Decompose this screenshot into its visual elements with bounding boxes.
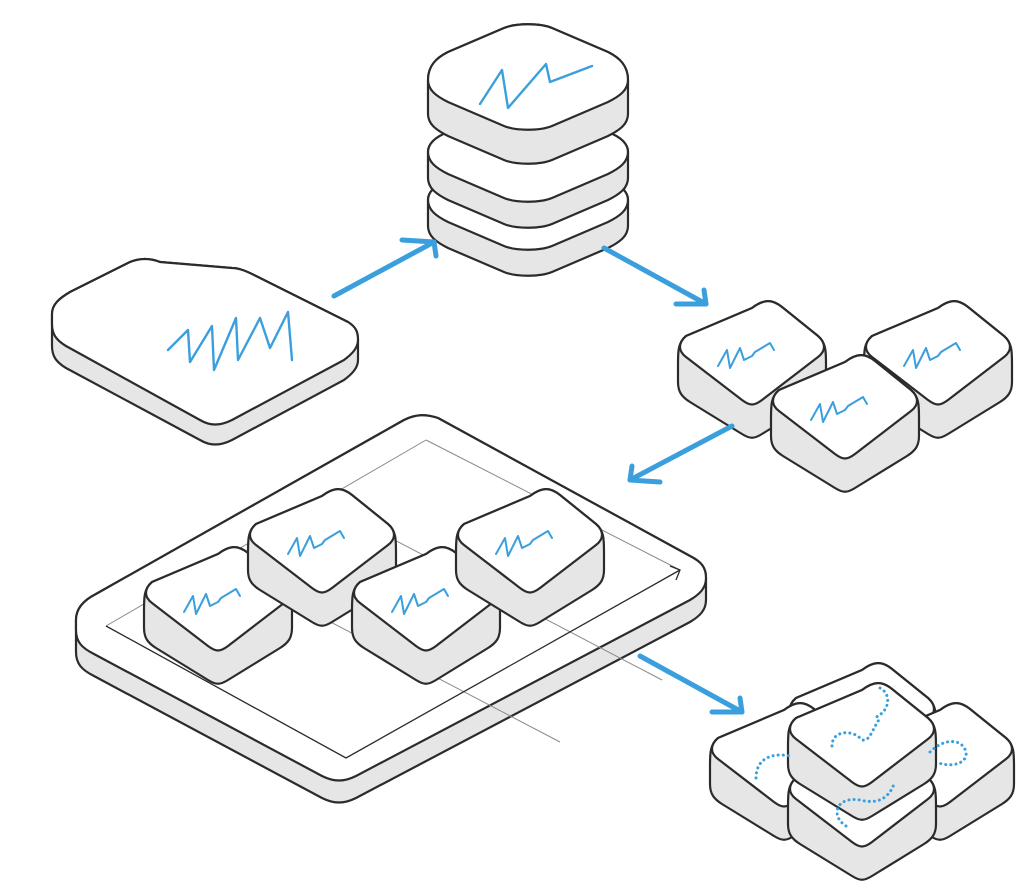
dotted-wave-icon [872,686,890,720]
axis-arrowhead [669,565,681,581]
dotted-wave-icon [830,716,882,748]
data-store-stack [426,23,630,277]
dotted-wave-icon [754,753,792,780]
dotted-wave-icon [835,782,896,828]
merged-tiles [708,662,1016,881]
source-document [50,257,360,446]
arrow-icon [627,423,735,485]
split-tiles [676,300,1014,493]
dotted-wave-icon [928,740,968,767]
waveform-icon [478,62,594,110]
arrow-icon [637,653,745,715]
arrow-icon [601,245,709,307]
waveform-icon [166,310,294,372]
grid-board [74,414,708,804]
arrow-icon [331,237,439,299]
board-axes [105,569,681,759]
